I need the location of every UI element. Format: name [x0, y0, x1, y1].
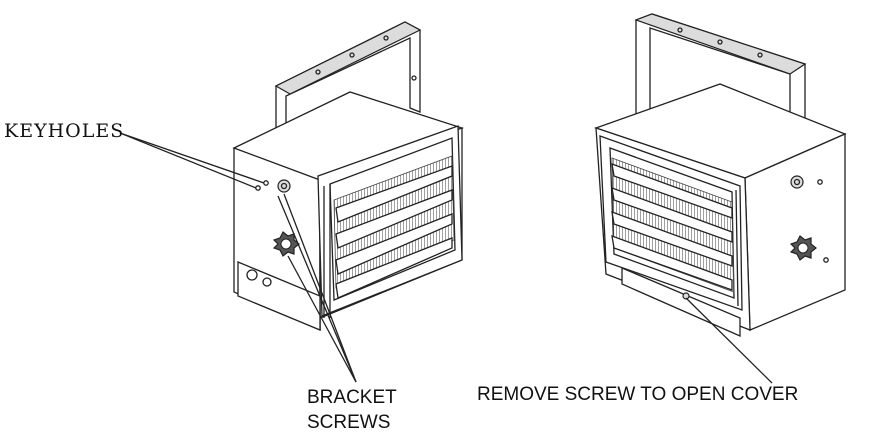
- keyholes-leader-lines: [119, 132, 265, 189]
- bracket-screws-leader-lines: [277, 193, 357, 383]
- right-front-grille: [599, 135, 743, 311]
- bracket-label-line1: BRACKET: [307, 387, 397, 408]
- left-heater: [232, 21, 464, 331]
- left-mounting-bracket: [274, 21, 422, 198]
- bracket-label-line2: SCREWS: [307, 412, 391, 433]
- left-star-knob-icon: [272, 231, 300, 257]
- right-screw-icon: [790, 175, 804, 189]
- remove-screw-label: REMOVE SCREW TO OPEN COVER: [477, 384, 799, 405]
- left-front-grille: [317, 125, 463, 318]
- cover-screw-icon: [682, 292, 690, 300]
- keyholes-label: KEYHOLES: [4, 120, 125, 142]
- right-heater: [594, 13, 847, 337]
- remove-screw-leader-line: [685, 297, 773, 384]
- left-screw-icon: [277, 179, 291, 193]
- bracket-screws-label: BRACKET SCREWS: [307, 385, 397, 435]
- right-star-knob-icon: [789, 235, 817, 261]
